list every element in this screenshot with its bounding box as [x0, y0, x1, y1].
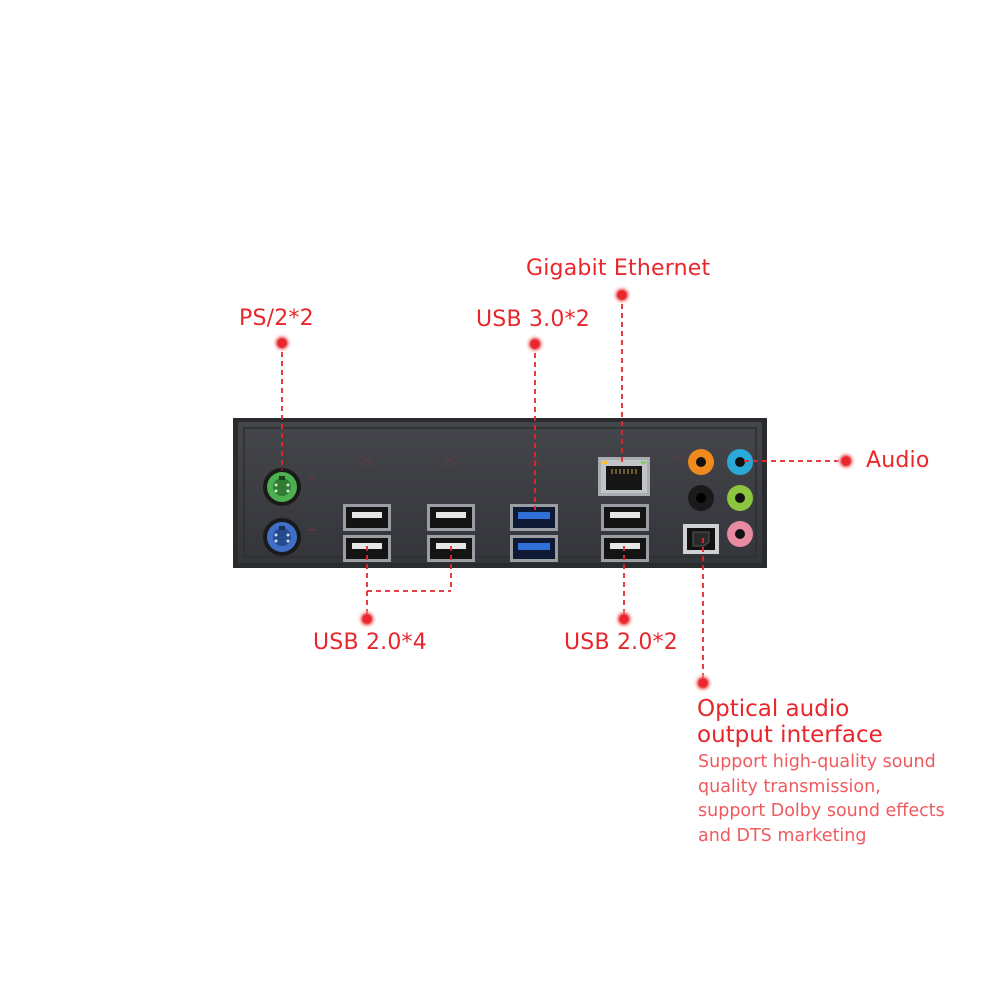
usb3-port-icon	[510, 535, 558, 562]
usb-port-icon	[427, 504, 475, 531]
usb20-4-label: USB 2.0*4	[313, 630, 427, 655]
callout-lines	[281, 295, 846, 683]
audio-label: Audio	[866, 448, 930, 473]
optical-title-line: output interface	[697, 722, 883, 748]
ethernet-port-icon	[598, 457, 650, 496]
usb-port-icon	[601, 535, 649, 562]
ps2-label: PS/2*2	[239, 306, 314, 331]
optical-title-line: Optical audio	[697, 696, 850, 722]
audio-jack-icon	[727, 449, 753, 475]
io-shield-panel	[233, 418, 767, 568]
panel-markings	[308, 456, 682, 531]
optical-desc-line: support Dolby sound effects	[698, 801, 945, 821]
usb-port-icon	[343, 504, 391, 531]
ps2-mouse-port-icon	[263, 468, 301, 506]
audio-jack-icon	[688, 449, 714, 475]
optical-desc-line: quality transmission,	[698, 776, 881, 797]
optical-desc-line: and DTS marketing	[698, 825, 867, 846]
usb-port-icon	[601, 504, 649, 531]
ps2-keyboard-port-icon	[263, 518, 301, 556]
audio-jack-icon	[727, 485, 753, 511]
audio-jack-icon	[727, 521, 753, 547]
callout-dots	[272, 285, 856, 693]
optical-desc-line: Support high-quality sound	[698, 752, 936, 772]
usb3-port-icon	[510, 504, 558, 531]
optical-description: Support high-quality sound quality trans…	[698, 750, 945, 848]
optical-port-icon	[683, 524, 719, 554]
gigabit-ethernet-label: Gigabit Ethernet	[526, 256, 711, 281]
audio-jack-icon	[688, 485, 714, 511]
usb30-label: USB 3.0*2	[476, 307, 590, 332]
usb20-2-label: USB 2.0*2	[564, 630, 678, 655]
optical-title: Optical audio output interface	[697, 696, 883, 748]
